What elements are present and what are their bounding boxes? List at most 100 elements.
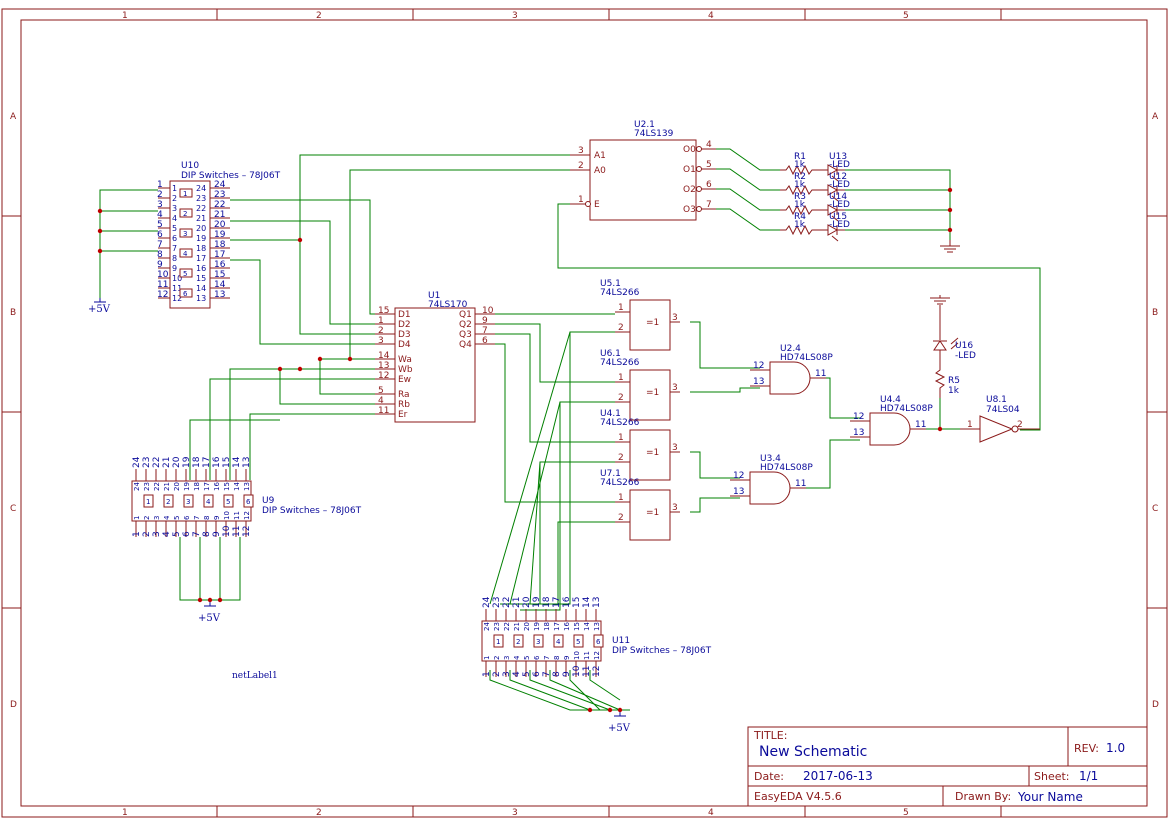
u1-pin-name: Q4 xyxy=(459,340,472,350)
switch-toggle[interactable] xyxy=(179,188,193,198)
dip-switch-u9[interactable]: U9 DIP Switches – 78J06T 241241232232223… xyxy=(131,456,362,537)
u10-pin-num: 18 xyxy=(214,240,226,250)
and-pin-num: 11 xyxy=(915,420,926,430)
resistor-value: 1k xyxy=(794,220,806,230)
xor-ref: U7.1 xyxy=(600,469,621,479)
net-label: netLabel1 xyxy=(232,671,278,681)
dip-pin-num: 23 xyxy=(492,597,502,608)
dip-pin-num-inner: 1 xyxy=(133,516,141,520)
u11-value: DIP Switches – 78J06T xyxy=(612,646,712,656)
u2-1-pin-name: O0 xyxy=(683,145,696,155)
dip-pin-num: 12 xyxy=(242,526,252,537)
switch-toggle[interactable] xyxy=(533,634,544,648)
and-body xyxy=(749,471,791,505)
u2-1-pin-num: 2 xyxy=(578,161,584,171)
dip-pin-num-inner: 20 xyxy=(173,482,181,491)
switch-toggle[interactable] xyxy=(179,208,193,218)
switch-number: 2 xyxy=(166,498,170,506)
switch-toggle[interactable] xyxy=(179,228,193,238)
col-label-4: 4 xyxy=(708,11,714,21)
u10-pin-num-inner: 23 xyxy=(196,194,206,203)
switch-toggle[interactable] xyxy=(573,634,584,648)
resistor-value: 1k xyxy=(794,160,806,170)
u10-pin-num-inner: 24 xyxy=(196,184,206,193)
dip-pin-num: 13 xyxy=(592,597,602,608)
u10-pin-num: 21 xyxy=(214,210,225,220)
dip-pin-num: 14 xyxy=(232,456,242,468)
u10-pin-num-inner: 18 xyxy=(196,244,206,253)
switch-toggle[interactable] xyxy=(513,634,524,648)
dip-pin-num: 5 xyxy=(522,671,532,677)
xor-symbol: =1 xyxy=(646,388,659,398)
dip-pin-num: 4 xyxy=(162,531,172,537)
u2-1-value: 74LS139 xyxy=(634,129,674,139)
row-label-b-right: B xyxy=(1152,308,1158,318)
dip-pin-num: 16 xyxy=(562,596,572,608)
u2-1-out-bubble xyxy=(696,186,702,192)
resistor-ref: R1 xyxy=(794,152,806,162)
resistor xyxy=(780,184,828,196)
u10-pin-num: 17 xyxy=(214,250,225,260)
u10-pin-num-inner: 22 xyxy=(196,204,206,213)
sheet-label: Sheet: xyxy=(1034,770,1070,783)
dip-pin-num: 4 xyxy=(512,671,522,677)
xor-value: 74LS266 xyxy=(600,288,640,298)
dip-pin-num: 20 xyxy=(172,456,182,468)
dip-pin-num: 8 xyxy=(552,671,562,677)
switch-toggle[interactable] xyxy=(143,494,154,508)
drawn-by-value: Your Name xyxy=(1017,790,1083,804)
row-label-d: D xyxy=(10,700,17,710)
inverter-u8-1[interactable]: U8.1 74LS04 1 2 xyxy=(960,395,1040,443)
row-label-a: A xyxy=(10,112,17,122)
and-pin-num: 12 xyxy=(733,471,744,481)
u1-pin-name: D1 xyxy=(398,310,411,320)
u2-1-pin-num: 1 xyxy=(578,195,584,205)
u2-1-ref: U2.1 xyxy=(634,120,655,130)
u10-pin-num-inner: 21 xyxy=(196,214,206,223)
switch-toggle[interactable] xyxy=(179,268,193,278)
dip-switch-u11[interactable]: U11 DIP Switches – 78J06T 24124123223222… xyxy=(481,596,712,677)
switch-toggle[interactable] xyxy=(183,494,194,508)
col-label-1-bottom: 1 xyxy=(122,808,128,818)
dip-pin-num-inner: 14 xyxy=(583,622,591,631)
u2-1-pin-num: 4 xyxy=(706,140,712,150)
rev-label: REV: xyxy=(1074,742,1099,755)
xor-pin-num: 2 xyxy=(618,323,624,333)
u1-pin-num: 14 xyxy=(378,351,390,361)
switch-toggle[interactable] xyxy=(553,634,564,648)
switch-toggle[interactable] xyxy=(179,288,193,298)
switch-toggle[interactable] xyxy=(243,494,254,508)
led-ray xyxy=(831,195,839,202)
dip-pin-num-inner: 19 xyxy=(533,622,541,631)
switch-toggle[interactable] xyxy=(493,634,504,648)
switch-toggle[interactable] xyxy=(179,248,193,258)
u1-pin-name: Er xyxy=(398,410,408,420)
dip-pin-num: 15 xyxy=(572,597,582,608)
and-value: HD74LS08P xyxy=(880,404,933,414)
u2-1-pin-num: 5 xyxy=(706,160,712,170)
switch-number: 2 xyxy=(183,210,187,218)
switch-toggle[interactable] xyxy=(203,494,214,508)
switch-toggle[interactable] xyxy=(593,634,604,648)
col-label-5: 5 xyxy=(903,11,909,21)
u10-pin-num-inner: 15 xyxy=(196,274,206,283)
dip-pin-num-inner: 6 xyxy=(183,515,191,520)
switch-toggle[interactable] xyxy=(223,494,234,508)
u1-pin-num: 15 xyxy=(378,306,389,316)
u10-pin-num: 16 xyxy=(214,260,226,270)
dip-pin-num: 7 xyxy=(542,671,552,677)
u1-pin-num: 5 xyxy=(378,386,384,396)
dip-pin-num-inner: 13 xyxy=(243,482,251,491)
switch-toggle[interactable] xyxy=(163,494,174,508)
dip-pin-num: 20 xyxy=(522,596,532,608)
